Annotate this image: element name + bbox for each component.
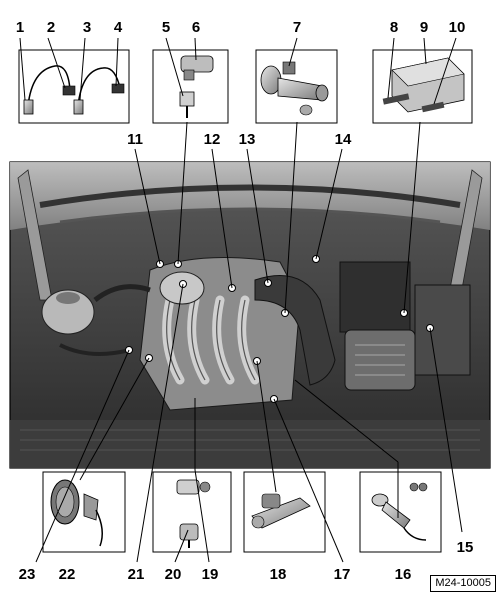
detail-box-crank-sensor xyxy=(42,471,126,553)
callout-4: 4 xyxy=(113,19,123,36)
callout-22: 22 xyxy=(58,566,76,583)
detail-box-injector xyxy=(243,471,326,553)
callout-7: 7 xyxy=(292,19,302,36)
callout-8: 8 xyxy=(389,19,399,36)
engine-control-unit-icon xyxy=(382,57,465,113)
callout-15: 15 xyxy=(456,539,474,556)
callout-23: 23 xyxy=(18,566,36,583)
engine-bay-photo xyxy=(9,161,491,469)
detail-box-coolant-housing xyxy=(255,49,338,124)
detail-box-intake-sensor xyxy=(152,49,229,124)
callout-17: 17 xyxy=(333,566,351,583)
callout-19: 19 xyxy=(201,566,219,583)
injector-valve-icon xyxy=(251,493,311,529)
callout-6: 6 xyxy=(191,19,201,36)
callout-16: 16 xyxy=(394,566,412,583)
callout-1: 1 xyxy=(15,19,25,36)
map-sensor-icon xyxy=(179,55,214,118)
callout-14: 14 xyxy=(334,131,352,148)
leader-lines xyxy=(19,37,463,563)
callout-20: 20 xyxy=(164,566,182,583)
callout-5: 5 xyxy=(161,19,171,36)
sensor-plug-icon xyxy=(176,479,211,548)
detail-box-small-sensors xyxy=(152,471,232,553)
knock-sensor-icon xyxy=(371,482,428,541)
figure-reference: M24-10005 xyxy=(430,575,496,592)
detail-box-oxygen-sensors xyxy=(18,49,130,124)
callout-21: 21 xyxy=(127,566,145,583)
callout-2: 2 xyxy=(46,19,56,36)
callout-11: 11 xyxy=(127,131,143,148)
callout-9: 9 xyxy=(419,19,429,36)
callout-10: 10 xyxy=(448,19,466,36)
callout-13: 13 xyxy=(238,131,256,148)
oxygen-sensor-icon xyxy=(23,65,125,115)
coolant-flange-icon xyxy=(260,61,329,116)
callout-3: 3 xyxy=(82,19,92,36)
detail-box-knock-sensor xyxy=(359,471,442,553)
callout-18: 18 xyxy=(269,566,287,583)
callout-12: 12 xyxy=(203,131,221,148)
detail-box-control-unit xyxy=(372,49,473,124)
